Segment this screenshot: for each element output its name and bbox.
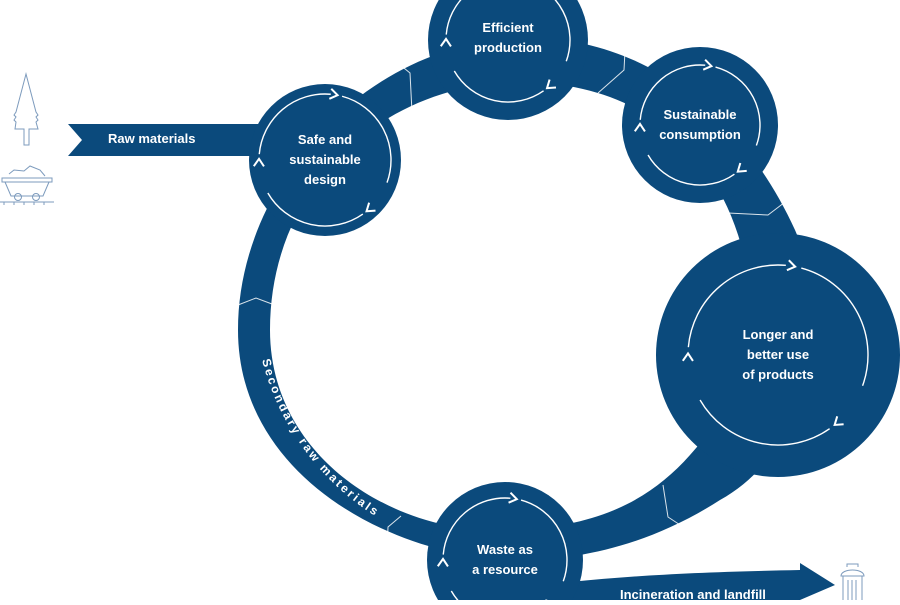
stage-label-line: production <box>474 38 542 58</box>
stage-label-line: Safe and <box>289 130 361 150</box>
mine-cart-icon <box>0 166 54 205</box>
stage-label-line: sustainable <box>289 150 361 170</box>
tree-icon <box>14 74 38 145</box>
stage-label-line: consumption <box>659 125 741 145</box>
stage-label-line: better use <box>742 345 814 365</box>
stage-label-line: Waste as <box>472 540 538 560</box>
trash-bin-icon <box>841 564 864 600</box>
stage-label-line: a resource <box>472 560 538 580</box>
stage-label-line: Sustainable <box>659 105 741 125</box>
stage-label-line: design <box>289 170 361 190</box>
stage-label-line: of products <box>742 365 814 385</box>
stage-label-line: Longer and <box>742 325 814 345</box>
raw-materials-label: Raw materials <box>108 131 195 146</box>
stage-label-line: Efficient <box>474 18 542 38</box>
